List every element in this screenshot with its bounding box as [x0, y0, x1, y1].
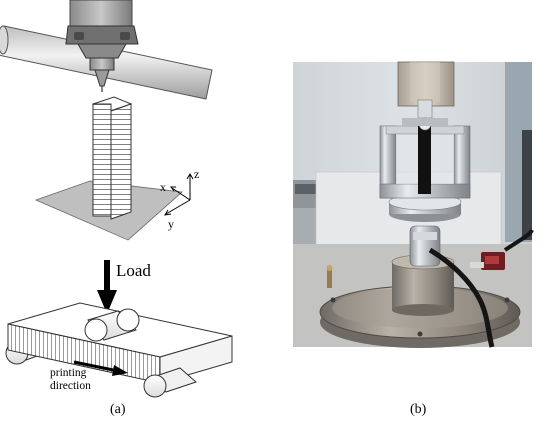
printing-direction-label: printing direction [50, 367, 91, 392]
axis-label-x: x [160, 180, 166, 194]
specimen-photo [418, 126, 431, 194]
printing-label-line1: printing [50, 367, 87, 379]
caption-a: (a) [110, 402, 126, 417]
axes-triad [164, 173, 194, 216]
printed-column [91, 96, 133, 220]
support-roller-right [143, 367, 197, 398]
print-head [65, 0, 139, 92]
printing-label-line2: direction [50, 380, 91, 392]
nozzle [94, 69, 110, 87]
load-label: Load [116, 261, 151, 280]
loading-roller [84, 308, 140, 342]
load-arrow [97, 260, 117, 314]
bending-test-schematic: Load printing direc [5, 260, 233, 398]
axis-label-y: y [168, 217, 174, 231]
caption-b: (b) [410, 402, 427, 417]
bending-fixture [379, 125, 471, 199]
test-rig-photo [293, 61, 534, 348]
printing-direction-arrow [73, 360, 128, 376]
axis-label-z: z [194, 167, 199, 181]
printing-schematic: z x y [0, 0, 213, 241]
